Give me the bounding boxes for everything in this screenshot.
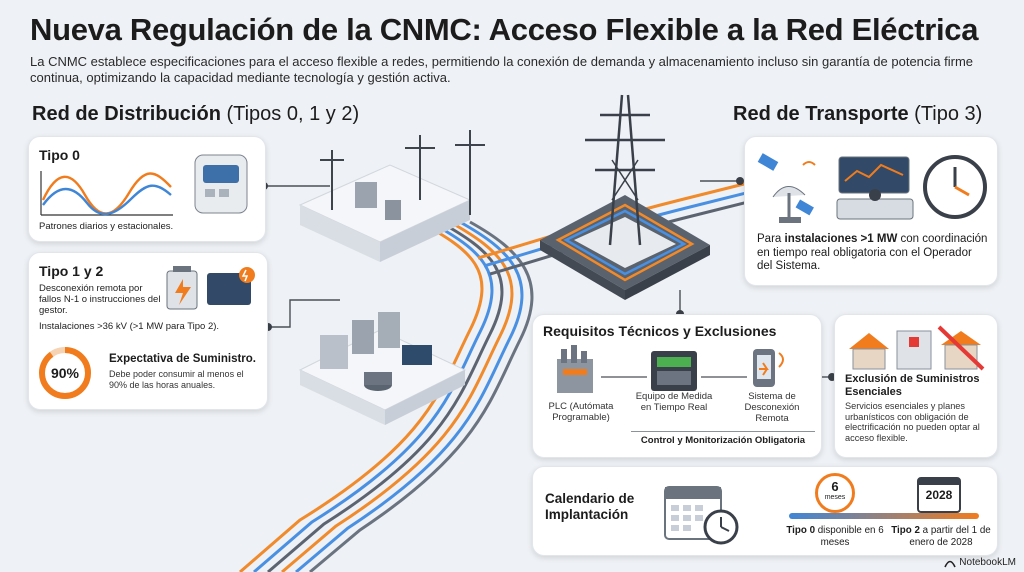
smart-meter-icon [194,154,248,214]
expectativa-value: 90% [51,365,80,381]
tipo12-text1: Desconexión remota por fallos N-1 o inst… [39,283,161,316]
satellite-icon [757,153,816,223]
branding-label: NotebookLM [959,557,1016,568]
timeline-bar [789,513,979,519]
requisitos-card: Requisitos Técnicos y Exclusiones PLC (A… [532,314,822,458]
tipo0-title: Tipo 0 [39,147,80,163]
distribucion-heading-rest: (Tipos 0, 1 y 2) [226,103,360,125]
requisitos-footer: Control y Monitorización Obligatoria [640,435,806,446]
wave-chart-icon [40,171,173,216]
transporte-card: Para instalaciones >1 MW con coordinació… [744,136,998,286]
year-badge-header [919,479,959,485]
timeline-tipo2: Tipo 2 a partir del 1 de enero de 2028 [891,525,991,549]
badge-year: 2028 [925,488,953,502]
transporte-heading: Red de Transporte (Tipo 3) [733,103,982,126]
notebooklm-logo-icon [944,560,957,567]
calendario-card: Calendario de Implantación 6 meses 2028 … [532,466,998,556]
exclusion-card: Exclusión de Suministros Esenciales Serv… [834,314,998,458]
timeline-tipo2-rest: a partir del 1 de enero de 2028 [909,525,991,548]
expectativa-title: Expectativa de Suministro. [109,353,256,365]
tipo0-text: Patrones diarios y estacionales. [39,221,174,232]
supply-gauge: 90% [39,347,91,399]
battery-panel-icon [166,266,255,310]
measurement-equipment-icon [651,351,697,391]
calendario-title: Calendario de Implantación [545,491,635,522]
calendar-clock-icon [664,486,739,545]
page-title: Nueva Regulación de la CNMC: Acceso Flex… [30,12,979,47]
distribucion-heading-bold: Red de Distribución [32,103,221,125]
transport-tower [540,94,710,300]
timeline-tipo2-bold: Tipo 2 [891,525,920,536]
expectativa-text: Debe poder consumir al menos el 90% de l… [109,369,244,390]
plc-icon [557,345,593,393]
timeline-tipo0-rest: disponible en 6 meses [815,525,884,548]
exclusion-text: Servicios esenciales y planes urbanístic… [845,401,980,443]
distribution-substation [298,130,485,262]
year-2028-badge: 2028 [917,477,961,513]
transporte-text-prefix: Para [757,233,785,245]
transporte-heading-rest: (Tipo 3) [914,103,983,125]
remote-disconnect-icon [753,349,784,387]
notebooklm-branding: NotebookLM [944,557,1016,568]
excluded-buildings-icon [849,325,985,371]
transporte-text: Para instalaciones >1 MW con coordinació… [757,233,989,274]
tipo12-title: Tipo 1 y 2 [39,263,104,279]
page-subtitle: La CNMC establece especificaciones para … [30,54,974,85]
clock-icon [923,155,987,219]
tipo12-card: Tipo 1 y 2 Desconexión remota por fallos… [28,252,268,410]
control-room-icon [836,156,914,220]
requisitos-title: Requisitos Técnicos y Exclusiones [543,323,777,339]
requisitos-icons [557,345,784,393]
transporte-text-rest: con coordinación en tiempo real obligato… [757,233,988,272]
transport-icons [757,153,987,223]
timeline-tipo0-bold: Tipo 0 [786,525,816,536]
requisito-label-medida: Equipo de Medida en Tiempo Real [635,391,713,413]
control-platform [298,312,467,425]
transporte-text-bold: instalaciones >1 MW [784,233,898,245]
exclusion-title: Exclusión de Suministros Esenciales [845,373,980,398]
requisitos-divider [631,431,815,432]
distribucion-heading: Red de Distribución (Tipos 0, 1 y 2) [32,103,359,126]
timeline-tipo0: Tipo 0 disponible en 6 meses [785,525,885,549]
badge-months-num: 6 [831,479,839,494]
transporte-heading-bold: Red de Transporte [733,103,909,125]
supply-gauge-arc [39,347,91,399]
requisito-label-desconexion: Sistema de Desconexión Remota [744,391,800,424]
tipo0-card: Tipo 0 Patrones diarios y estacionales. [28,136,266,242]
requisito-label-plc: PLC (Autómata Programable) [548,401,614,423]
tipo12-text2: Instalaciones >36 kV (>1 MW para Tipo 2)… [39,321,220,332]
badge-months-label: meses [824,494,846,501]
six-months-badge: 6 meses [815,473,855,513]
